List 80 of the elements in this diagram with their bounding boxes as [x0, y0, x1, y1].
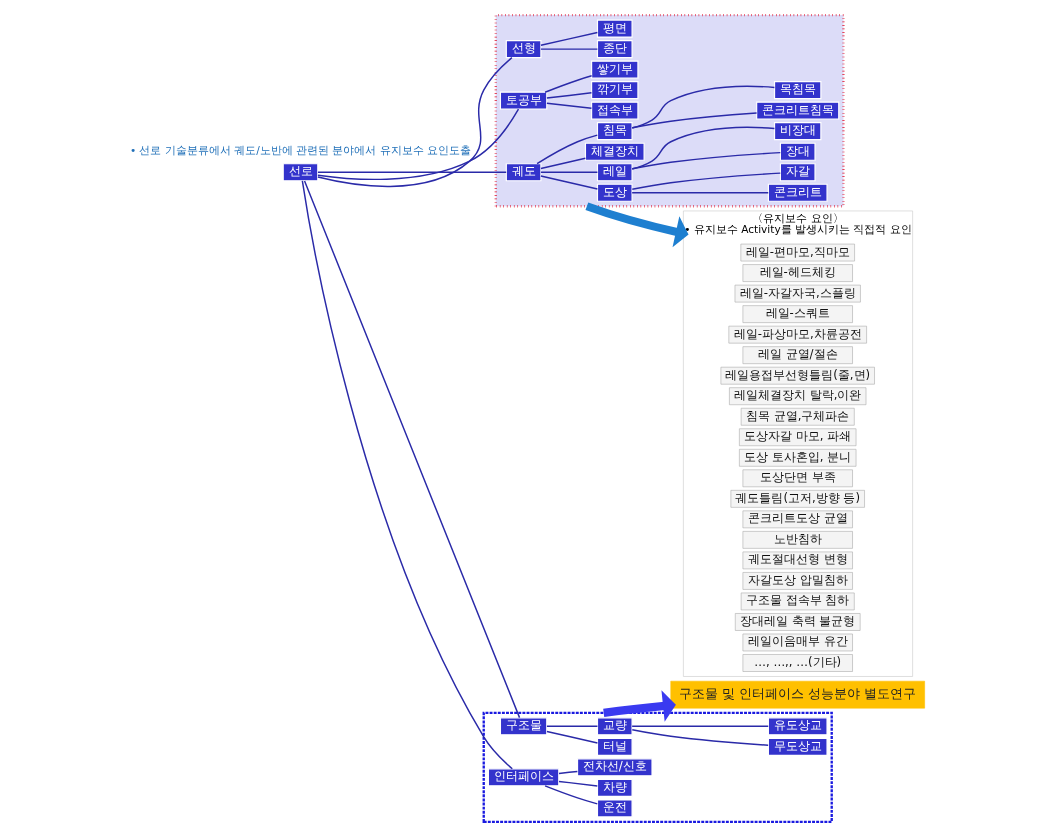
node-box: 선로	[282, 163, 319, 182]
connector	[540, 157, 587, 170]
connector	[631, 151, 782, 170]
connector	[540, 31, 599, 47]
connector	[540, 171, 599, 173]
node-box: 자갈	[779, 163, 816, 182]
node-box: 콘크리트도상 균열	[742, 510, 853, 529]
cluster	[494, 13, 845, 208]
node-box: 레일-스쿼트	[742, 305, 853, 323]
node-box: 무도상교	[767, 737, 828, 756]
node-box: 레일용접부선형틀림(줄,면)	[720, 366, 875, 385]
node-box: 자갈도상 압밀침하	[742, 572, 853, 590]
connector	[546, 102, 593, 109]
node-box: 체결장치	[584, 142, 645, 161]
node-box: 토공부	[499, 91, 548, 110]
node-box: 레일	[596, 163, 633, 182]
node-box: 도상 토사혼입, 분니	[739, 449, 857, 467]
node-box: 레일-파상마모,차륜공전	[728, 325, 867, 344]
connector	[558, 780, 599, 787]
node-box: …, …,, …(기타)	[742, 654, 853, 672]
connector	[631, 729, 769, 746]
node-box: 도상단면 부족	[742, 469, 853, 488]
node-box: 깎기부	[591, 81, 639, 100]
node-box: 유도상교	[767, 717, 828, 736]
node-box: 목침목	[773, 81, 822, 100]
node-box: 인터페이스	[487, 768, 560, 787]
connector	[317, 108, 520, 181]
connector	[631, 126, 776, 170]
node-box: 도상	[596, 183, 633, 202]
connector	[631, 112, 758, 129]
connector	[544, 75, 593, 93]
connector	[540, 48, 599, 50]
node-box: 레일-자갈자국,스플링	[734, 284, 861, 303]
node-box: 구조물 및 인터페이스 성능분야 별도연구	[670, 680, 925, 709]
node-box: 도상자갈 마모, 파쇄	[739, 428, 857, 447]
connector	[536, 134, 599, 165]
cluster	[482, 711, 833, 824]
node-box: 전차선/신호	[576, 758, 653, 777]
node-box: 종단	[596, 40, 633, 59]
node-box: 콘크리트	[767, 183, 828, 202]
node-box: 접속부	[591, 101, 639, 120]
node-box: 궤도절대선형 변형	[742, 551, 853, 570]
connector	[558, 770, 579, 775]
node-box: 콘크리트침목	[756, 101, 840, 120]
node-box: 노반침하	[742, 531, 853, 549]
node-box: 선형	[505, 40, 542, 59]
connector	[317, 171, 507, 173]
connector	[540, 175, 599, 190]
node-box: 침목 균열,구체파손	[740, 407, 855, 426]
connector	[546, 725, 599, 728]
node-box: 레일이음매부 유간	[742, 633, 853, 652]
connector	[631, 172, 782, 191]
node-box: 레일-편마모,직마모	[740, 243, 855, 262]
node-box: 비장대	[773, 122, 822, 141]
arrow	[603, 690, 676, 722]
node-box: 궤도	[505, 163, 542, 182]
node-box: 구조물 접속부 침하	[740, 592, 855, 611]
node-box: 구조물	[499, 717, 548, 736]
node-box: 평면	[596, 19, 633, 38]
connector	[317, 56, 513, 188]
node-box: 차량	[596, 778, 633, 797]
node-box: 레일 균열/절손	[742, 346, 853, 364]
node-box: 장대	[779, 142, 816, 161]
connector	[546, 92, 593, 99]
connector	[631, 192, 769, 194]
arrow	[585, 202, 689, 248]
connector	[631, 725, 769, 728]
connector	[544, 785, 599, 805]
node-box: 궤도틀림(고저,방향 등)	[730, 490, 865, 508]
label: • 선로 기술분류에서 궤도/노반에 관련된 분야에서 유지보수 요인도출	[129, 144, 472, 157]
connector	[546, 730, 599, 744]
node-box: 레일체결장치 탈락,이완	[729, 387, 867, 405]
node-box: 교량	[596, 717, 633, 736]
node-box: 침목	[596, 122, 633, 141]
node-box: 터널	[596, 737, 633, 756]
node-box: 레일-헤드체킹	[742, 264, 853, 282]
connector	[631, 85, 776, 129]
node-box: 장대레일 축력 불균형	[734, 613, 861, 631]
node-box: 쌓기부	[591, 60, 639, 79]
node-box: 운전	[596, 799, 633, 818]
